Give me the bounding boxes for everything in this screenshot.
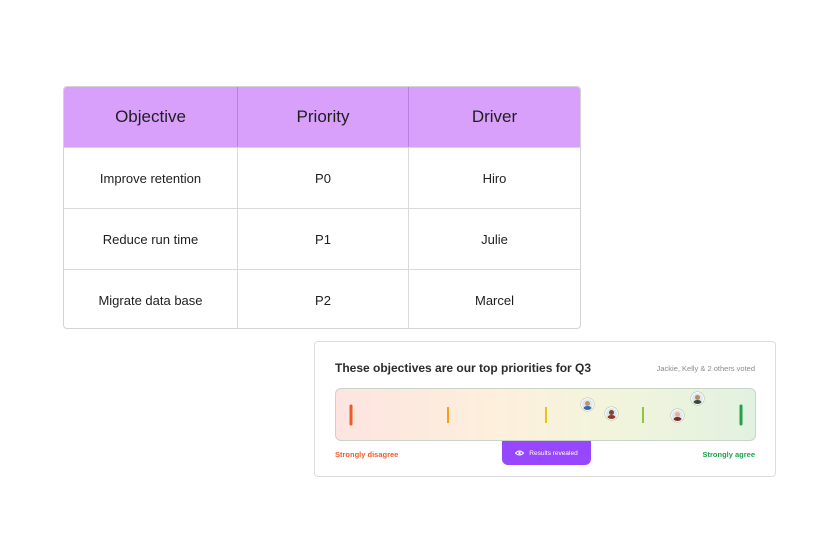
table-row: Migrate data base P2 Marcel (64, 269, 580, 328)
priority-cell[interactable]: P1 (237, 209, 408, 269)
voters-summary: Jackie, Kelly & 2 others voted (656, 364, 755, 373)
results-revealed-button[interactable]: Results revealed (502, 441, 591, 465)
table-row: Reduce run time P1 Julie (64, 208, 580, 269)
header-objective: Objective (115, 107, 186, 126)
table-header-row: Objective Priority Driver (64, 87, 580, 147)
driver-cell[interactable]: Marcel (408, 270, 580, 328)
voter-avatar[interactable] (690, 392, 704, 405)
voter-avatar[interactable] (604, 407, 618, 420)
voter-avatar[interactable] (671, 409, 685, 422)
objective-cell[interactable]: Reduce run time (102, 231, 199, 247)
priority-cell[interactable]: P0 (237, 148, 408, 208)
objectives-table: Objective Priority Driver Improve retent… (63, 86, 581, 329)
objective-cell[interactable]: Migrate data base (98, 292, 203, 308)
strongly-agree-label: Strongly agree (702, 450, 755, 459)
driver-cell[interactable]: Hiro (408, 148, 580, 208)
header-priority: Priority (237, 87, 408, 147)
results-revealed-label: Results revealed (529, 449, 578, 457)
objective-cell[interactable]: Improve retention (99, 170, 202, 186)
voter-avatar[interactable] (581, 398, 595, 411)
header-driver: Driver (408, 87, 580, 147)
strongly-disagree-label: Strongly disagree (335, 450, 399, 459)
driver-cell[interactable]: Julie (408, 209, 580, 269)
eye-icon (515, 450, 525, 456)
poll-question: These objectives are our top priorities … (335, 361, 592, 375)
table-row: Improve retention P0 Hiro (64, 147, 580, 208)
priority-cell[interactable]: P2 (237, 270, 408, 328)
alignment-poll-widget: These objectives are our top priorities … (314, 341, 776, 477)
